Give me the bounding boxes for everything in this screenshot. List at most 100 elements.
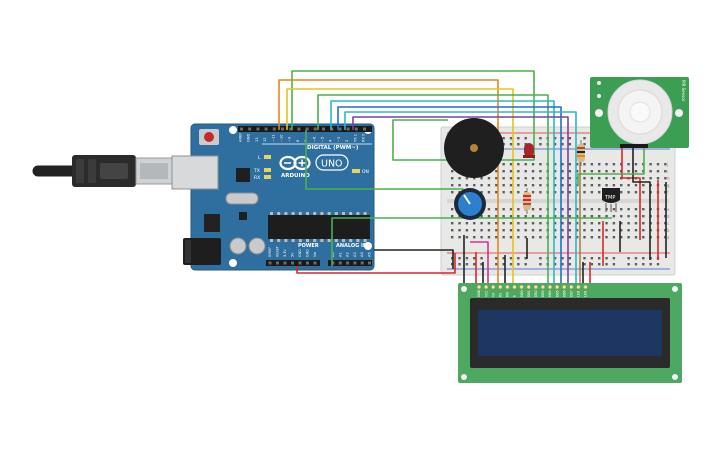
usb-chip <box>236 168 250 182</box>
lcd-pin[interactable] <box>519 284 524 290</box>
lcd-pin-label: LED <box>584 290 588 297</box>
header-pin[interactable] <box>346 127 350 131</box>
header-pin[interactable] <box>338 261 342 265</box>
wire-orange-a <box>278 79 499 285</box>
breadboard-row-letter: c <box>667 221 669 226</box>
header-pin[interactable] <box>368 261 371 265</box>
on-label: ON <box>362 169 369 175</box>
resistor-lcd[interactable] <box>523 188 531 214</box>
digital-pin-label: AREF <box>239 133 243 142</box>
temp-sensor-label: TMP <box>604 195 615 201</box>
header-pin[interactable] <box>276 261 279 265</box>
lcd-pin[interactable] <box>526 284 531 290</box>
header-pin[interactable] <box>313 261 317 265</box>
digital-header <box>238 126 372 132</box>
header-pin[interactable] <box>297 127 301 131</box>
lcd-pin[interactable] <box>476 284 482 290</box>
wire-red-5v <box>296 253 456 274</box>
wire-cyan-b <box>344 111 577 285</box>
lcd-pin[interactable] <box>576 284 581 290</box>
regulator-chip <box>204 214 220 232</box>
red-led[interactable] <box>523 143 535 158</box>
analog-pin-label: A4 <box>360 252 364 257</box>
usb-cable <box>32 155 173 187</box>
lcd-pin[interactable] <box>491 284 496 290</box>
digital-pin-label: 8 <box>296 139 300 142</box>
header-pin[interactable] <box>264 127 268 131</box>
led-label-rx: RX <box>254 175 260 181</box>
pir-sensor[interactable]: PIR Sensor <box>590 77 689 148</box>
digital-pin-label: ~5 <box>321 137 325 142</box>
header-pin[interactable] <box>313 127 317 131</box>
header-pin[interactable] <box>240 127 243 131</box>
header-pin[interactable] <box>346 261 350 265</box>
header-pin[interactable] <box>363 127 366 131</box>
lcd-pin[interactable] <box>512 284 517 290</box>
header-pin[interactable] <box>298 261 302 265</box>
header-pin[interactable] <box>289 127 293 131</box>
wire-blue-a <box>337 106 562 285</box>
breadboard-row-letter: g <box>667 183 670 188</box>
digital-pin-label: 4 <box>329 139 333 142</box>
header-pin[interactable] <box>322 127 325 131</box>
wire-pir-red <box>621 148 641 240</box>
lcd-pin-label: DB2 <box>534 290 538 297</box>
temperature-sensor[interactable]: TMP <box>602 188 620 212</box>
digital-pin-label: ~3 <box>337 137 341 142</box>
header-pin[interactable] <box>281 127 284 131</box>
header-pin[interactable] <box>354 127 358 131</box>
lcd-pin[interactable] <box>562 284 567 290</box>
uno-label: UNO <box>321 159 343 170</box>
lcd-pin-label: E <box>513 295 517 297</box>
led-rx <box>264 175 271 179</box>
power-pin-label: 3.3V <box>283 249 287 257</box>
header-pin[interactable] <box>338 127 342 131</box>
lcd-pin[interactable] <box>555 284 560 290</box>
header-pin[interactable] <box>248 127 252 131</box>
lcd-pin[interactable] <box>547 284 553 290</box>
led-tx <box>264 168 271 172</box>
lcd-pin[interactable] <box>498 284 503 290</box>
wire-pir-green <box>577 148 645 186</box>
power-jack <box>183 238 221 265</box>
header-pin[interactable] <box>268 261 272 265</box>
header-pin[interactable] <box>272 127 276 131</box>
potentiometer[interactable] <box>452 188 488 220</box>
lcd-pin[interactable] <box>540 284 545 290</box>
header-pin[interactable] <box>360 261 364 265</box>
reset-button[interactable] <box>199 129 219 145</box>
capacitor <box>248 237 266 255</box>
digital-pin-label: 13 <box>255 137 259 142</box>
header-pin[interactable] <box>331 261 335 265</box>
header-pin[interactable] <box>353 261 357 265</box>
led-label-l: L <box>258 155 261 161</box>
analog-pin-label: A3 <box>353 252 357 257</box>
lcd-pin[interactable] <box>484 284 489 290</box>
lcd-pin[interactable] <box>583 284 588 290</box>
lcd-pin-label: VCC <box>484 290 488 297</box>
header-pin[interactable] <box>283 261 287 265</box>
resistor-led[interactable] <box>577 140 585 166</box>
lcd-pin-label: V0 <box>491 293 495 297</box>
lcd-pin-label: DB6 <box>562 290 566 297</box>
header-pin[interactable] <box>306 261 309 265</box>
usb-port <box>171 155 219 190</box>
wire-green-b <box>317 94 549 285</box>
piezo-buzzer[interactable] <box>444 118 504 178</box>
pir-label: PIR Sensor <box>681 80 686 102</box>
analog-pin-label: A1 <box>338 252 342 257</box>
lcd-pin[interactable] <box>569 284 574 290</box>
breadboard-row-letter: j <box>666 162 668 167</box>
header-pin[interactable] <box>291 261 294 265</box>
power-pin-label: IOREF <box>268 247 272 257</box>
lcd-pin[interactable] <box>533 284 538 290</box>
lcd-pin-label: LED <box>577 290 581 297</box>
lcd-pin-label: DB3 <box>541 290 545 297</box>
header-pin[interactable] <box>305 127 309 131</box>
breadboard-row-letter: a <box>667 235 670 240</box>
lcd-pin[interactable] <box>505 284 510 290</box>
header-pin[interactable] <box>256 127 260 131</box>
